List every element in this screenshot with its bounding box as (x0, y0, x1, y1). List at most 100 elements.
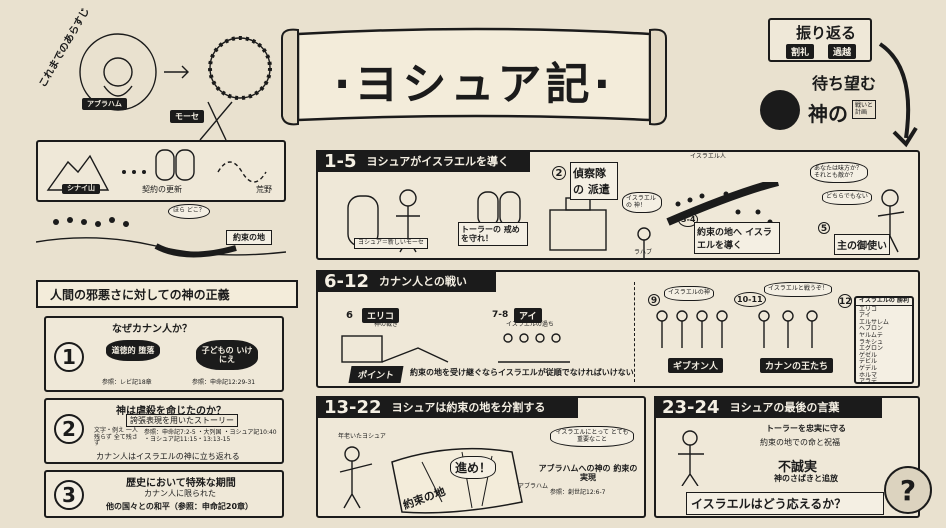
curse-label: 神のさばきと追放 (774, 474, 838, 483)
label-promised-land: 約束の地 (226, 230, 272, 246)
section-13-22: 13-22 ヨシュアは約束の地を分割する 年老いたヨシュア 進め！ 約束の地 ア… (316, 396, 646, 518)
victory-item: ホルマ (859, 371, 878, 379)
ai-sub: イスラエルの過ち (506, 321, 554, 328)
victory-item: ゲゼル (859, 351, 878, 359)
messenger-q1: あなたは味方か？ それとも敵か？ (810, 162, 868, 184)
people-drawing (656, 310, 818, 348)
num-3: 3 (54, 480, 84, 510)
hyperbole-note: 文字・例え 一人残らず 全て残さず (94, 427, 138, 448)
victory-list-title: イスラエルの 勝利 (856, 297, 912, 306)
scroll-graphic (281, 27, 667, 126)
jericho-label: エリコ (362, 308, 400, 323)
section-6-12-title: カナン人との戦い (379, 275, 467, 288)
scouts-label: 偵察隊の 派遣 (570, 162, 618, 200)
num-2: 2 (54, 414, 84, 444)
section-23-24-range: 23-24 (662, 396, 720, 418)
ai-label: アイ (514, 308, 542, 323)
question-mark-icon: ? (899, 473, 917, 507)
justice-banner: 人間の邪悪さに対しての神の正義 (28, 276, 306, 312)
advance-label: 進め！ (450, 456, 497, 479)
list-num: 12 (838, 294, 852, 308)
jericho-sub: 神の裁き (374, 321, 399, 328)
promise-ref: 参照：創世記12:6-7 (550, 489, 606, 496)
ref-leviticus: 参照：レビ記18章 (102, 379, 152, 386)
life-blessing: 約束の地での命と祝福 (760, 438, 840, 447)
victory-item: エリコ (859, 305, 878, 313)
label-sinai: シナイ山 (62, 184, 100, 194)
jericho-num: 6 (346, 310, 353, 321)
num-1: 1 (54, 342, 84, 372)
return-arrow (878, 42, 918, 148)
period-limit: カナン人に限られた (144, 489, 216, 498)
messenger-q2: どちらでもない (822, 190, 872, 205)
section-23-24-title: ヨシュアの最後の言葉 (729, 401, 840, 414)
question-label: イスラエルはどう応えるか？ (686, 492, 884, 515)
messenger-label: 主の御使い (834, 234, 890, 255)
section-1-5: 1-5 ヨシュアがイスラエルを導く ヨシュア＝新しいモーセ トーラーの 戒めを守… (316, 150, 920, 260)
abraham-label: アブラハム (518, 483, 548, 490)
section-13-22-banner: 13-22 ヨシュアは約束の地を分割する (316, 396, 578, 418)
crowd-drawing (36, 217, 286, 258)
justice-banner-text: 人間の邪悪さに対しての神の正義 (50, 288, 230, 302)
rahab-speech: イスラエルの 神！ (622, 192, 662, 214)
label-moses: モーセ (170, 110, 204, 123)
lead-num: 3-4 (678, 212, 699, 227)
gibeon-num: 9 (648, 294, 660, 306)
tag-passover: 過越 (828, 44, 857, 59)
child-sacrifice: 子どもの いけにえ (196, 340, 258, 371)
kings-speech: イスラエルと戦うぞ！ (764, 282, 832, 297)
battle-drawing (341, 333, 570, 363)
genocide-question: 神は虐殺を命じたのか？ (116, 406, 226, 417)
kings-label: カナンの王たち (760, 358, 834, 373)
victory-list: イスラエルの 勝利 エリコアイエルサレムヘブロンヤルムテラキシュエグロンゲゼルデ… (854, 296, 914, 385)
recap-area: これまでのあらすじ アブラハム モーセ (30, 6, 280, 142)
joshua-figure (678, 430, 704, 486)
page-title: ·ヨシュア記· (333, 59, 615, 110)
crowd-area: ほら どこ？ 約束の地 (36, 202, 286, 262)
old-joshua-label: 年老いたヨシュア (338, 433, 386, 440)
torah-command: トーラーの 戒めを守れ！ (458, 222, 528, 247)
gibeon-speech: イスラエルの神 (664, 286, 714, 301)
period-peace: 他の国々との和平（参照：申命記20章） (106, 502, 254, 511)
point-text: 約束の地を受け継ぐならイスラエルが従順でなければいけない (410, 368, 634, 377)
section-6-12-banner: 6-12 カナン人との戦い (316, 270, 496, 292)
tag-circumcision: 割礼 (786, 44, 815, 59)
reflect-area: 振り返る 割礼 過越 待ち望む 神の 戦いと 計画 (760, 18, 920, 148)
justice-genocide-panel: 神は虐殺を命じたのか？ 2 誇張表現を用いたストーリー 文字・例え 一人残らず … (44, 398, 284, 464)
gibeon-label: ギブオン人 (668, 358, 724, 373)
point-badge: ポイント (348, 366, 404, 383)
israelites-label: イスラエル人 (690, 153, 726, 160)
section-23-24: 23-24 ヨシュアの最後の言葉 トーラーを忠実に守る 約束の地での命と祝福 不… (654, 396, 920, 518)
reflect-heading: 振り返る (796, 24, 857, 42)
section-6-12-range: 6-12 (324, 270, 370, 292)
section-1-5-title: ヨシュアがイスラエルを導く (366, 155, 509, 168)
hyperbole-label: 誇張表現を用いたストーリー (126, 414, 238, 428)
unfaithful-label: 不誠実 (778, 460, 818, 475)
label-wilderness: 荒野 (256, 185, 272, 194)
victory-item: エルサレム (859, 318, 889, 326)
recap-drawing (79, 33, 272, 141)
section-23-24-banner: 23-24 ヨシュアの最後の言葉 (654, 396, 882, 418)
ref-deuteronomy: 参照：申命記12:29-31 (192, 379, 256, 386)
land-drawing (339, 446, 523, 514)
torah-keep: トーラーを忠実に守る (766, 424, 846, 433)
section-1-5-range: 1-5 (324, 150, 357, 172)
justice-period-panel: 3 歴史において特殊な期間 カナン人に限られた 他の国々との和平（参照：申命記2… (44, 470, 284, 518)
why-question: なぜカナン人か？ (112, 324, 192, 335)
important-speech: イスラエルにとって とても重要なこと (550, 426, 634, 448)
help-button[interactable]: ? (884, 466, 932, 514)
divider-2 (634, 282, 635, 382)
plan-label: 戦いと 計画 (852, 100, 876, 120)
hyperbole-ref: 参照：申命記7:2-5 ・大列国 ・ヨシュア記10:40 ・ヨシュア記11:15… (144, 429, 277, 443)
victory-item: アイ (859, 312, 871, 320)
victory-item: ヤルムテ (859, 331, 883, 339)
moral-corruption: 道徳的 堕落 (106, 340, 160, 362)
wait-label: 待ち望む (812, 74, 877, 93)
messenger-num: 5 (818, 222, 830, 234)
rahab-label: ラハブ (634, 249, 652, 256)
period-question: 歴史において特殊な期間 (126, 478, 236, 489)
section-13-22-range: 13-22 (324, 396, 382, 418)
god-label: 神の (808, 102, 848, 126)
label-covenant: 契約の更新 (142, 185, 182, 194)
scouts-num: 2 (552, 166, 566, 180)
